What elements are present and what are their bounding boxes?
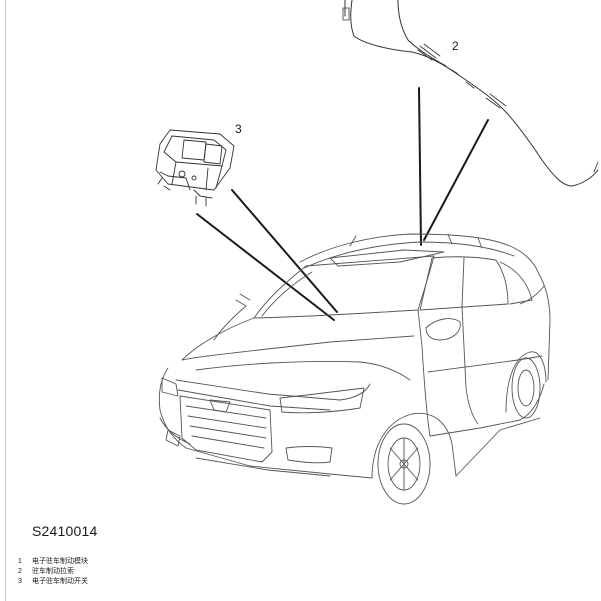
legend-item-text: 驻车制动拉索 bbox=[32, 568, 74, 575]
epb-switch-drawing bbox=[155, 129, 235, 207]
legend-item-number: 1 bbox=[18, 558, 22, 565]
legend-item: 2 驻车制动拉索 bbox=[18, 567, 88, 577]
legend: 1 电子驻车制动模块 2 驻车制动拉索 3 电子驻车制动开关 bbox=[18, 557, 88, 587]
callout-number-3: 3 bbox=[235, 122, 242, 136]
legend-item-text: 电子驻车制动模块 bbox=[32, 558, 88, 565]
leader-lines bbox=[196, 87, 489, 321]
figure-code: S2410014 bbox=[32, 523, 98, 539]
suv-vehicle-drawing bbox=[158, 233, 551, 505]
legend-item-text: 电子驻车制动开关 bbox=[32, 578, 88, 585]
page-left-rule bbox=[5, 0, 6, 601]
legend-item-number: 2 bbox=[18, 568, 22, 575]
parking-brake-cable-drawing bbox=[342, 0, 599, 187]
legend-item: 3 电子驻车制动开关 bbox=[18, 577, 88, 587]
legend-item: 1 电子驻车制动模块 bbox=[18, 557, 88, 567]
callout-number-2: 2 bbox=[452, 39, 459, 53]
legend-item-number: 3 bbox=[18, 578, 22, 585]
